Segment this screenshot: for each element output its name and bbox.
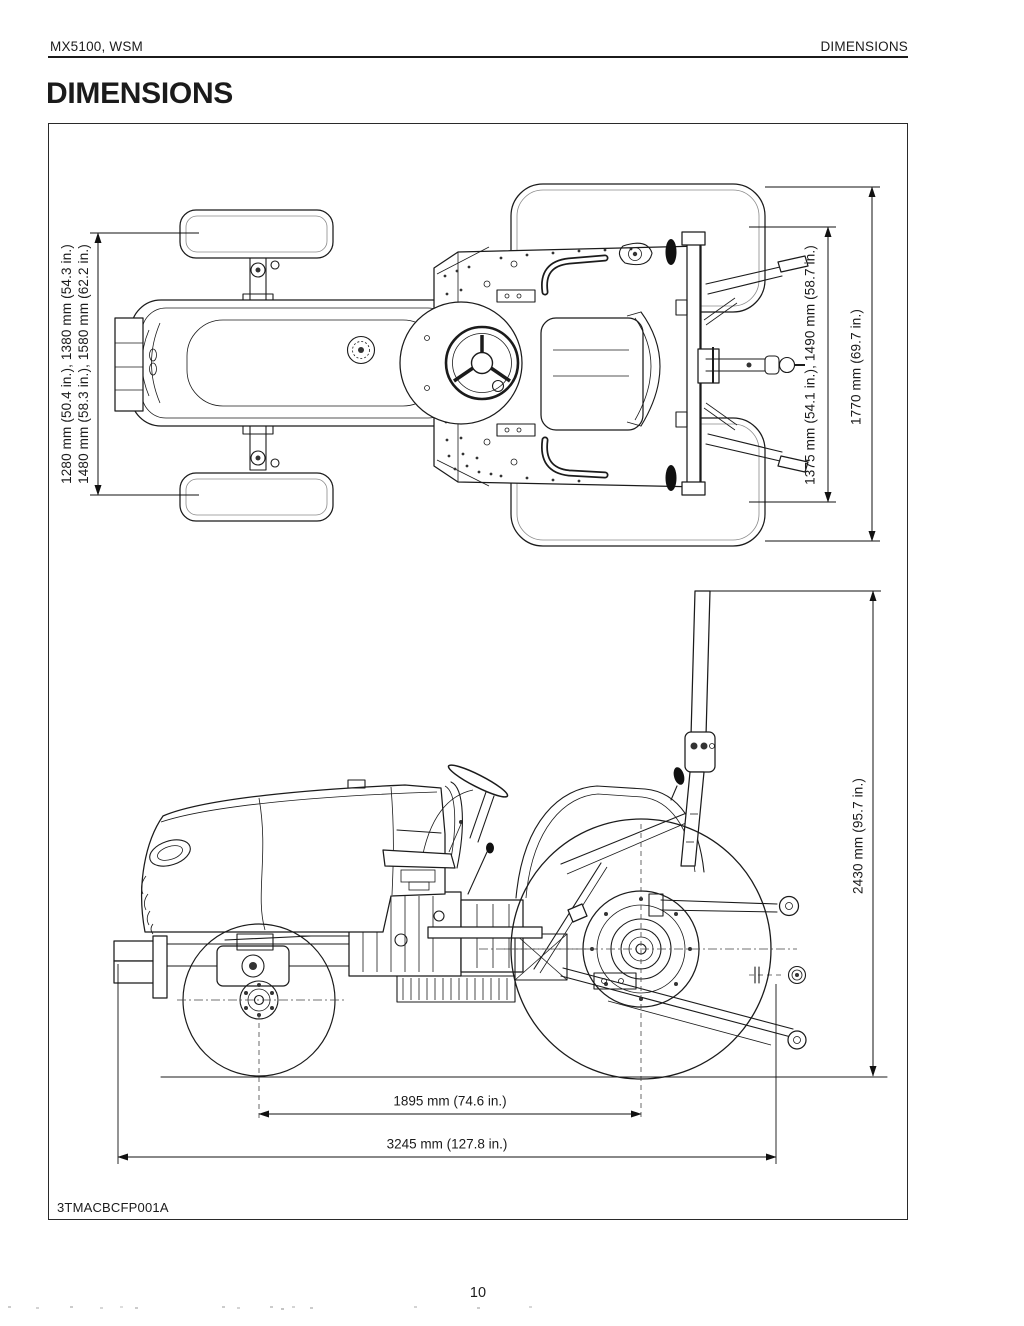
emblem-badge — [618, 242, 653, 266]
top-view-drawing — [90, 183, 880, 547]
front-wheel-side-view — [177, 923, 347, 1121]
dim-rear-tread-label: 1375 mm (54.1 in.), 1490 mm (58.7 in.) — [802, 245, 818, 485]
seat-side-view — [382, 781, 463, 891]
header-section: DIMENSIONS — [820, 39, 908, 54]
figure-code: 3TMACBCFP001A — [57, 1200, 169, 1215]
dim-overall-height-label: 2430 mm (95.7 in.) — [850, 778, 866, 894]
dim-front-tread-label: 1280 mm (50.4 in.), 1380 mm (54.3 in.) 1… — [59, 244, 91, 484]
grab-handles — [541, 254, 609, 479]
scan-artifacts — [8, 1306, 11, 1308]
front-frame-side-view — [113, 935, 429, 999]
steering-wheel-side-view — [420, 764, 509, 895]
side-view-dimension-lines — [117, 590, 881, 1164]
side-view-drawing — [113, 590, 888, 1164]
page-title: DIMENSIONS — [46, 77, 234, 110]
rear-wheel-side-view — [504, 818, 797, 1121]
dim-overall-width-label: 1770 mm (69.7 in.) — [848, 309, 864, 425]
three-point-hitch-top-view — [703, 255, 809, 473]
hood-side-view — [141, 779, 446, 935]
rops-side-view — [680, 590, 716, 867]
steering-wheel-top-view — [399, 301, 523, 425]
tractor-dimension-drawing: .ln{fill:none;stroke:#1b1b1b;stroke-widt… — [90, 183, 888, 1164]
rear-fender-side-view — [515, 767, 705, 899]
figure-frame: .ln{fill:none;stroke:#1b1b1b;stroke-widt… — [48, 123, 908, 1220]
dim-wheelbase-label: 1895 mm (74.6 in.) — [393, 1093, 507, 1109]
rear-hub-top — [665, 239, 677, 265]
front-wheels-top-view — [179, 209, 334, 522]
top-view-dimension-lines — [90, 186, 880, 542]
seat-top-view — [540, 311, 661, 431]
header-model: MX5100, WSM — [50, 39, 143, 54]
header-rule — [48, 56, 908, 59]
page-number: 10 — [469, 1285, 487, 1301]
dim-overall-length-label: 3245 mm (127.8 in.) — [386, 1136, 508, 1152]
rear-hub-bottom — [665, 465, 677, 491]
three-point-hitch-side-view — [533, 862, 807, 1050]
front-weight-bracket — [114, 317, 157, 412]
